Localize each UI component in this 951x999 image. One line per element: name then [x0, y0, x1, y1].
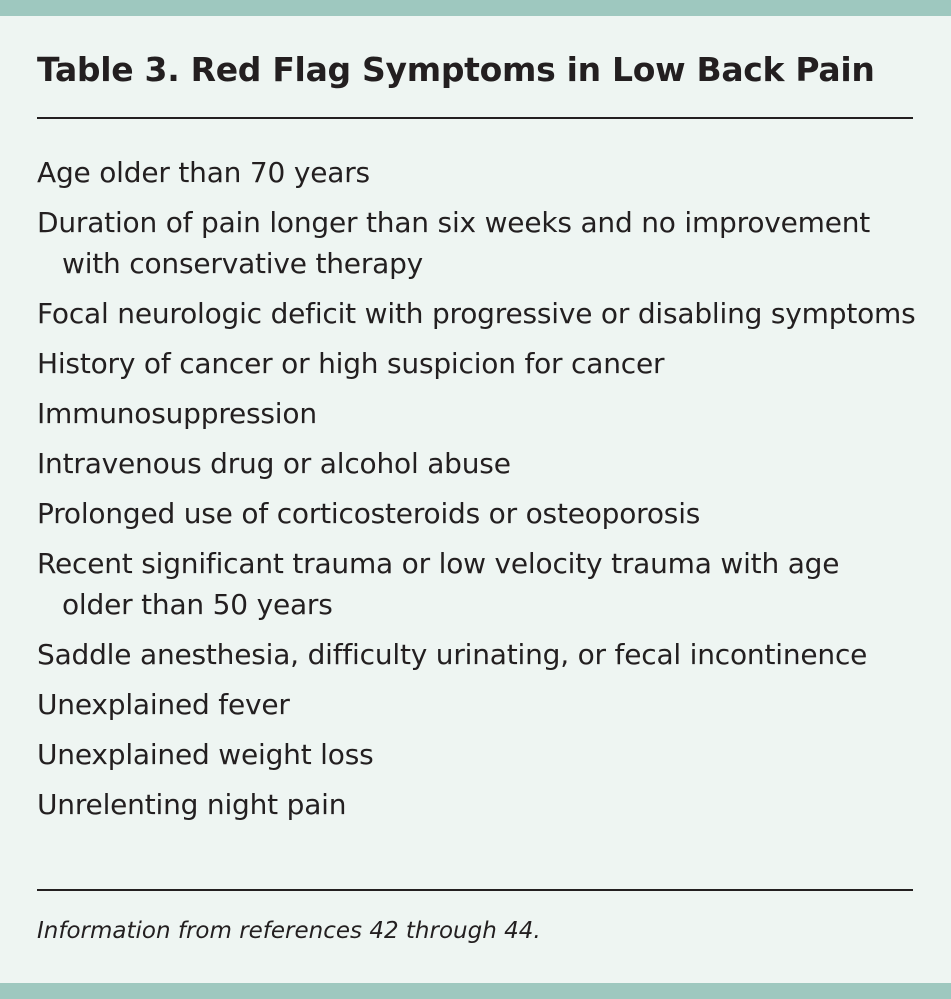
list-item: Focal neurologic deficit with progressiv…: [37, 297, 916, 330]
list-item: Intravenous drug or alcohol abuse: [37, 447, 511, 480]
footer-divider: [37, 889, 913, 891]
list-item: Unexplained weight loss: [37, 738, 374, 771]
list-item: Age older than 70 years: [37, 156, 370, 189]
bottom-accent-bar: [0, 983, 951, 999]
list-item: Duration of pain longer than six weeks a…: [37, 206, 871, 280]
table-title: Table 3. Red Flag Symptoms in Low Back P…: [37, 50, 875, 89]
list-item: Unrelenting night pain: [37, 788, 347, 821]
red-flag-list: Age older than 70 years Duration of pain…: [37, 152, 917, 834]
list-item: History of cancer or high suspicion for …: [37, 347, 665, 380]
title-divider: [37, 117, 913, 119]
list-item: Immunosuppression: [37, 397, 317, 430]
list-item: Saddle anesthesia, difficulty urinating,…: [37, 638, 868, 671]
top-accent-bar: [0, 0, 951, 16]
footnote: Information from references 42 through 4…: [37, 918, 541, 944]
list-item: Prolonged use of corticosteroids or oste…: [37, 497, 701, 530]
list-item: Recent significant trauma or low velocit…: [37, 547, 840, 621]
list-item: Unexplained fever: [37, 688, 290, 721]
